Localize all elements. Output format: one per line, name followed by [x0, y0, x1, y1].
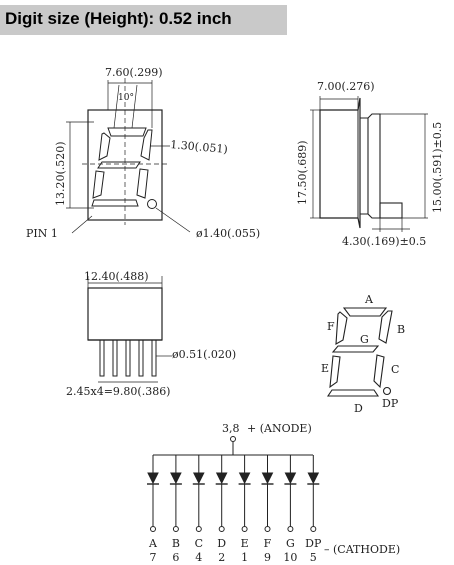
side-view [310, 96, 428, 232]
pin-number-label: 2 [218, 551, 225, 564]
schematic [147, 436, 320, 532]
pin-number-label: 5 [310, 551, 317, 564]
seg-label-g: G [360, 333, 369, 346]
side-pin-dim: 4.30(.169)±0.5 [342, 235, 426, 248]
front-height-dim: 13.20(.520) [54, 141, 67, 206]
pin-number-label: 10 [283, 551, 297, 564]
seg-label-a: A [364, 293, 374, 306]
front-angle: 10° [118, 93, 134, 103]
pin-seg-label: D [217, 537, 226, 550]
side-depth-dim: 7.00(.276) [317, 80, 375, 93]
bottom-pin-dia: ø0.51(.020) [172, 348, 236, 361]
bottom-view [87, 276, 172, 383]
diode-g [284, 455, 297, 532]
seg-label-d: D [354, 402, 363, 415]
pin-seg-label: A [148, 537, 158, 550]
pin-number-label: 1 [241, 551, 248, 564]
diode-dp [307, 455, 320, 532]
pin-seg-label: F [264, 537, 272, 550]
cathode-label: – (CATHODE) [324, 543, 400, 556]
seg-label-e: E [321, 362, 329, 375]
diode-b [169, 455, 182, 532]
diode-d [215, 455, 228, 532]
pin-seg-label: C [195, 537, 203, 550]
pin-number-label: 9 [264, 551, 271, 564]
pin1-label: PIN 1 [26, 227, 58, 240]
diode-a [147, 455, 159, 532]
pin-seg-label: E [241, 537, 249, 550]
seg-label-c: C [391, 363, 399, 376]
pin-seg-label: G [286, 537, 295, 550]
pin-seg-label: B [172, 537, 180, 550]
anode-label: + (ANODE) [247, 422, 312, 435]
anode-pins: 3,8 [222, 422, 240, 435]
bottom-width-dim: 12.40(.488) [84, 270, 149, 283]
page-title: Digit size (Height): 0.52 inch [5, 9, 232, 28]
bottom-pitch-dim: 2.45x4=9.80(.386) [66, 385, 170, 398]
hole-dim: ø1.40(.055) [196, 227, 260, 240]
pin-number-label: 4 [195, 551, 202, 564]
pin-number-label: 6 [172, 551, 179, 564]
side-body-dim: 15.00(.591)±0.5 [431, 122, 444, 213]
pin-seg-label: DP [305, 537, 322, 550]
diode-f [261, 455, 274, 532]
diode-c [192, 455, 205, 532]
front-view [66, 78, 191, 234]
seg-label-b: B [397, 323, 405, 336]
segment-map [326, 307, 393, 397]
pin-number-label: 7 [150, 551, 157, 564]
side-height-dim: 17.50(.689) [296, 140, 309, 205]
diode-e [238, 455, 251, 532]
seg-label-dp: DP [382, 397, 399, 410]
front-seg-width-dim: 1.30(.051) [170, 138, 228, 156]
title-bar [0, 5, 287, 35]
front-width-dim: 7.60(.299) [105, 66, 163, 79]
seg-label-f: F [327, 320, 335, 333]
